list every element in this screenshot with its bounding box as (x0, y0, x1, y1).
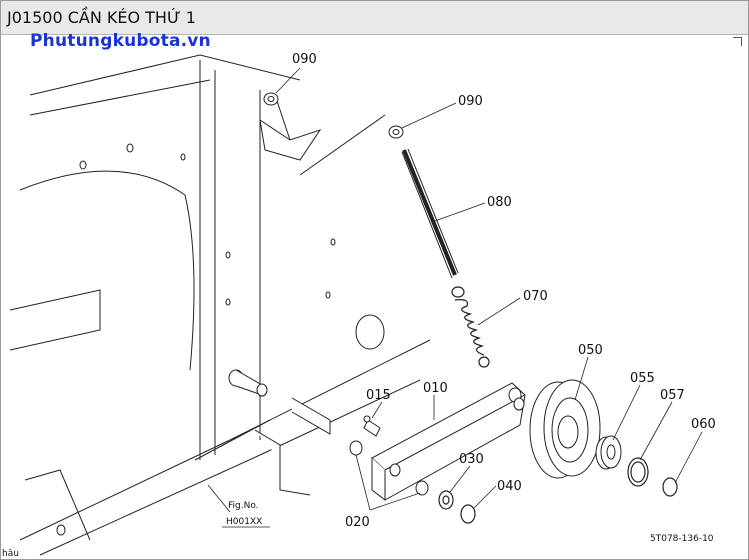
diagram-code: 5T078-136-10 (650, 534, 714, 544)
snap-ring-057-part (627, 457, 649, 487)
circlip-060-part (662, 477, 678, 497)
lever-arm-010-part (371, 382, 526, 502)
expand-corner-icon (733, 37, 742, 46)
grease-fitting-015-part (363, 415, 381, 437)
frame-body-lines (9, 54, 431, 556)
rod-080-part (401, 148, 459, 279)
callout-030: 030 (459, 452, 484, 467)
spring-070-part (451, 286, 490, 368)
callout-050: 050 (578, 343, 603, 358)
callout-015: 015 (366, 388, 391, 403)
page-title: J01500 CẦN KÉO THỨ 1 (7, 8, 196, 27)
pin-020-parts (228, 369, 429, 496)
watermark-logo: Phutungkubota.vn (30, 31, 211, 51)
callout-090-upper-left: 090 (292, 52, 317, 67)
figure-number-code: H001XX (226, 517, 262, 527)
bearing-055-part (595, 435, 622, 470)
callout-080: 080 (487, 195, 512, 210)
pulley-050-part (529, 379, 601, 479)
callout-060: 060 (691, 417, 716, 432)
leader-lines (207, 67, 703, 513)
callout-040: 040 (497, 479, 522, 494)
callout-057: 057 (660, 388, 685, 403)
callout-090-upper-right: 090 (458, 94, 483, 109)
washer-030-clip-040-parts (438, 490, 476, 524)
figure-number-label: Fig.No. (228, 501, 259, 511)
callout-010: 010 (423, 381, 448, 396)
callout-055: 055 (630, 371, 655, 386)
nut-090-parts (263, 92, 404, 139)
callout-070: 070 (523, 289, 548, 304)
callout-020: 020 (345, 515, 370, 530)
corner-text: hâu (2, 549, 19, 559)
title-bar: J01500 CẦN KÉO THỨ 1 (1, 1, 748, 35)
